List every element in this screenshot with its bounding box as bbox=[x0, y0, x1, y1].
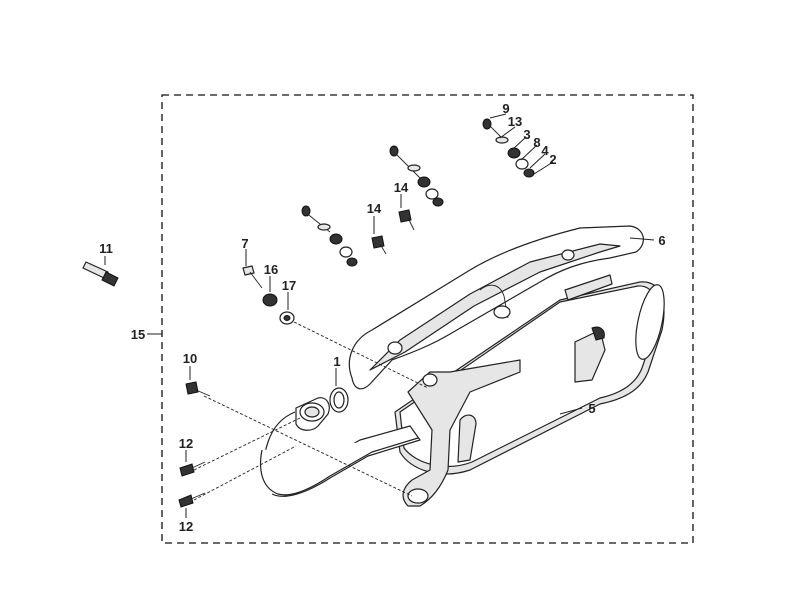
heat-shield bbox=[348, 225, 644, 390]
part-10-bolt bbox=[185, 381, 211, 397]
assembly-boundary bbox=[161, 94, 694, 544]
callout-8: 8 bbox=[533, 135, 540, 150]
callouts: 1 2 3 4 5 6 7 8 9 10 11 12 12 13 14 14 1… bbox=[99, 101, 665, 534]
bolt-stack-b bbox=[389, 145, 444, 207]
callout-10: 10 bbox=[183, 351, 197, 366]
part-12-stud-upper bbox=[179, 461, 206, 477]
callout-3: 3 bbox=[523, 127, 530, 142]
callout-5: 5 bbox=[588, 401, 595, 416]
callout-6: 6 bbox=[658, 233, 665, 248]
callout-17: 17 bbox=[282, 278, 296, 293]
callout-14-left: 14 bbox=[367, 201, 382, 216]
part-12-stud-lower bbox=[178, 492, 206, 508]
part-16-nut bbox=[262, 293, 278, 307]
gasket bbox=[329, 387, 349, 413]
part-14-bolt-left bbox=[371, 235, 387, 255]
part-7-bolt bbox=[242, 265, 263, 289]
callout-2: 2 bbox=[549, 152, 556, 167]
callout-11: 11 bbox=[99, 241, 113, 256]
callout-1: 1 bbox=[333, 354, 340, 369]
callout-15: 15 bbox=[131, 327, 145, 342]
callout-13: 13 bbox=[508, 114, 522, 129]
part-14-bolt-right bbox=[398, 209, 415, 231]
exhaust-pipe bbox=[259, 359, 521, 507]
callout-14-right: 14 bbox=[394, 180, 409, 195]
callout-7: 7 bbox=[241, 236, 248, 251]
part-17-washer bbox=[279, 311, 295, 325]
bolt-stack-a bbox=[301, 205, 358, 267]
callout-12-lower: 12 bbox=[179, 519, 193, 534]
callout-16: 16 bbox=[264, 262, 278, 277]
callout-9: 9 bbox=[502, 101, 509, 116]
part-11-sensor bbox=[82, 261, 119, 287]
callout-4: 4 bbox=[541, 143, 549, 158]
bolt-stack-c bbox=[482, 118, 535, 178]
callout-12-upper: 12 bbox=[179, 436, 193, 451]
leader-lines bbox=[104, 113, 655, 518]
